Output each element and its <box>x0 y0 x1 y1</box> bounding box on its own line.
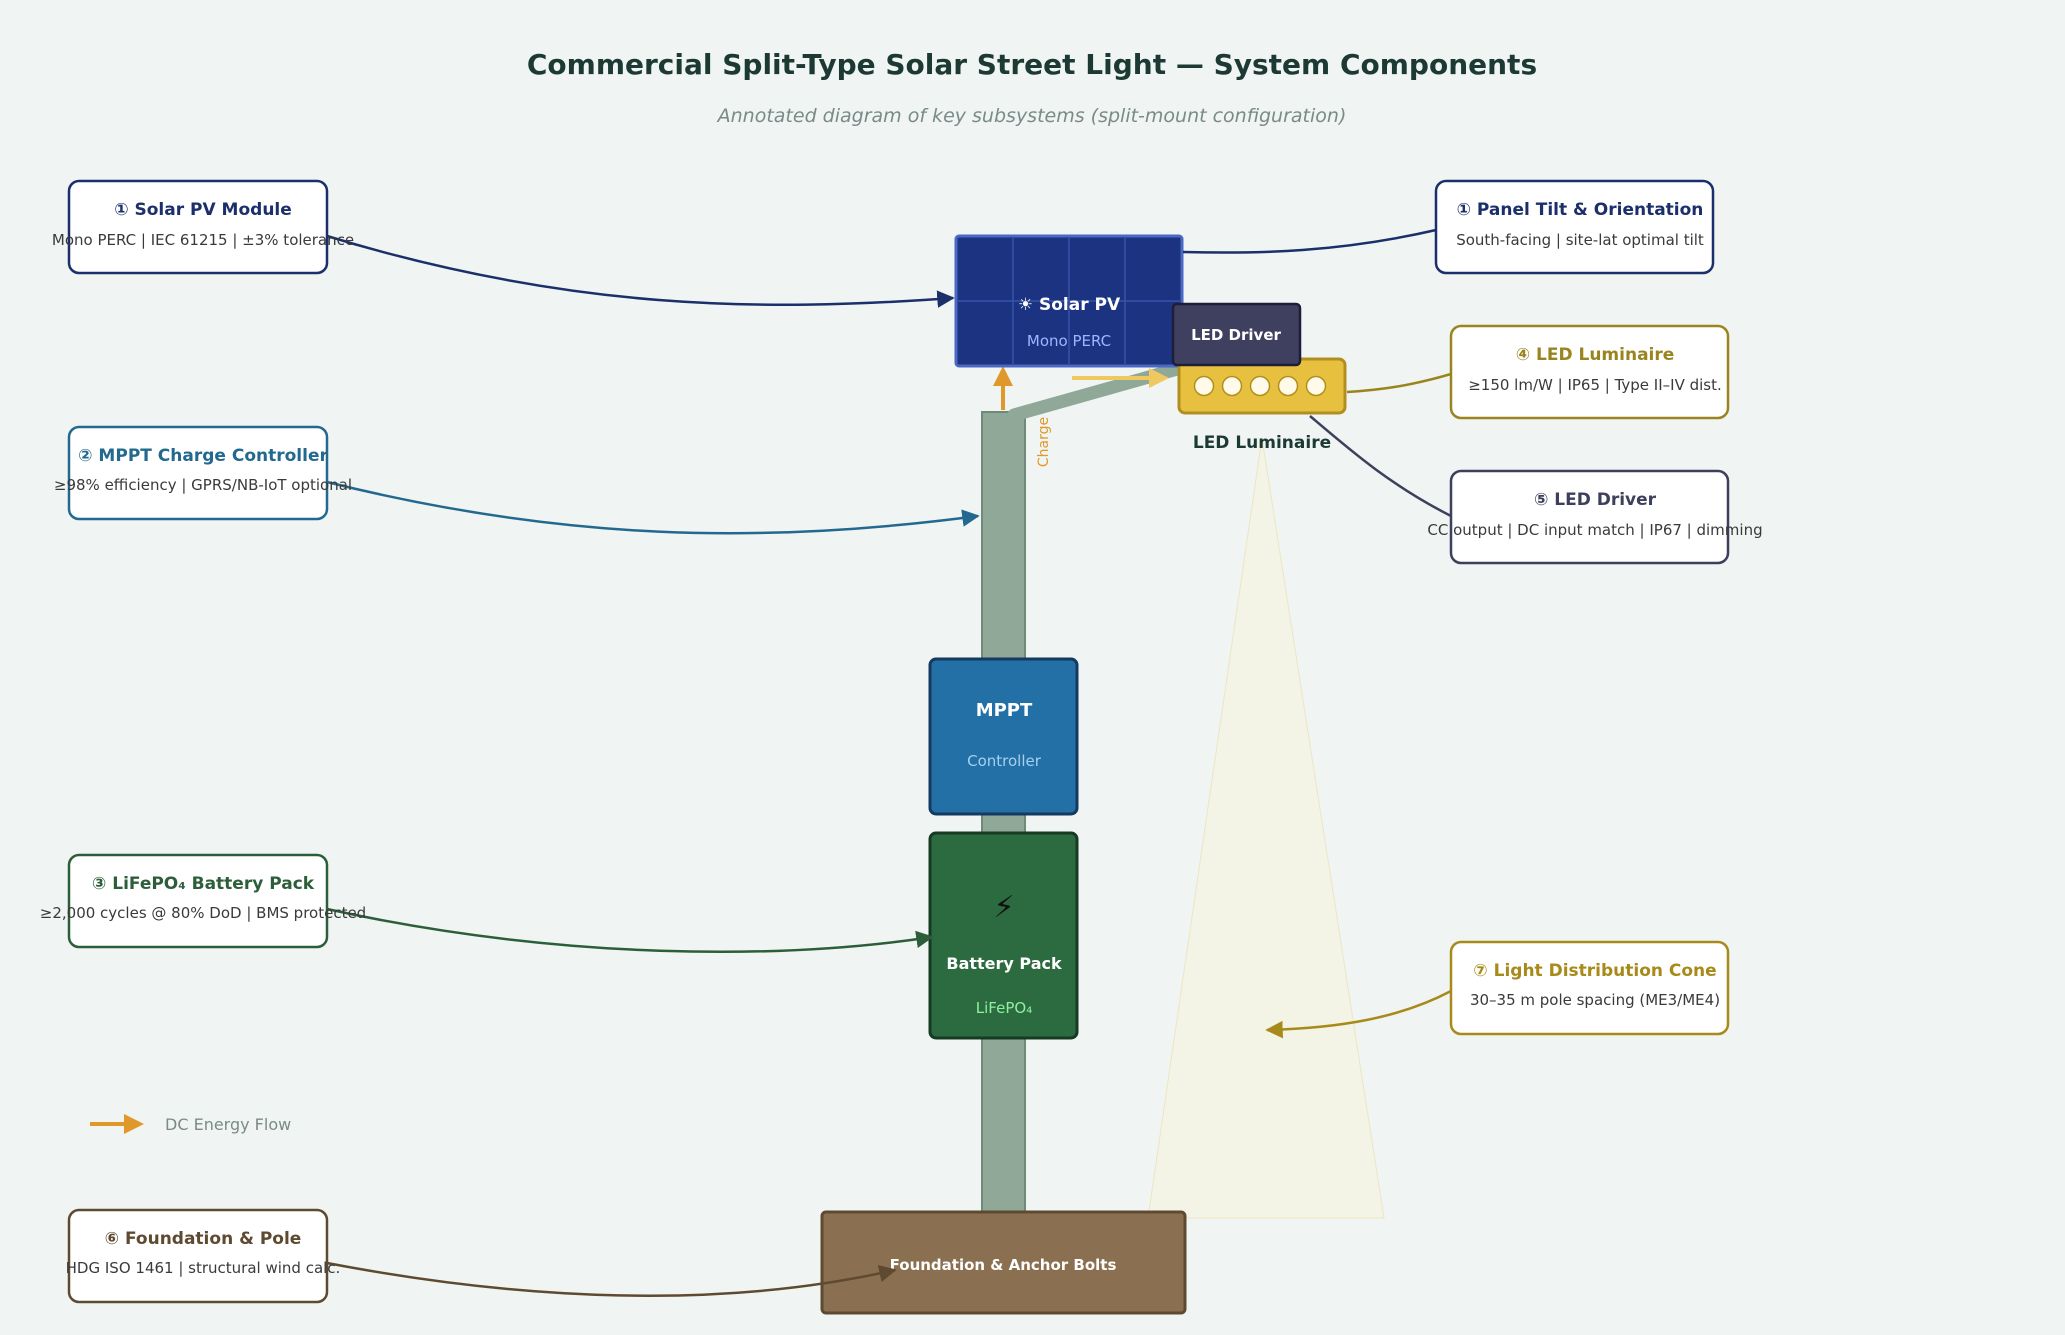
leader-cone <box>1265 989 1452 1039</box>
pole-arm <box>1007 359 1195 422</box>
led-chip <box>1249 375 1271 397</box>
callout-panel-tilt-orientation: ① Panel Tilt & Orientation South-facing … <box>1434 179 1715 275</box>
callout-mppt-charge-controller: ② MPPT Charge Controller ≥98% efficiency… <box>54 425 352 521</box>
callout-title: ① Solar PV Module <box>114 200 292 220</box>
page-title: Commercial Split-Type Solar Street Light… <box>527 48 1537 81</box>
driver-label: LED Driver <box>1191 326 1281 344</box>
callout-desc: ≥98% efficiency | GPRS/NB-IoT optional <box>54 476 352 494</box>
legend-label: DC Energy Flow <box>165 1115 291 1134</box>
led-chip <box>1221 375 1243 397</box>
pv-sublabel: Mono PERC <box>1027 332 1111 350</box>
callout-title: ⑦ Light Distribution Cone <box>1473 961 1716 981</box>
callout-title: ⑥ Foundation & Pole <box>105 1229 302 1249</box>
lightning-icon: ⚡ <box>993 890 1014 925</box>
foundation-label: Foundation & Anchor Bolts <box>890 1256 1117 1274</box>
mppt-label: MPPT <box>976 700 1033 721</box>
page-subtitle: Annotated diagram of key subsystems (spl… <box>716 105 1347 127</box>
mppt-sublabel: Controller <box>967 752 1042 770</box>
leader-pv <box>326 234 955 308</box>
led-luminaire <box>1177 357 1347 415</box>
callout-title: ③ LiFePO₄ Battery Pack <box>92 874 315 894</box>
callout-solar-pv-module: ① Solar PV Module Mono PERC | IEC 61215 … <box>52 179 354 275</box>
pv-label: ☀ Solar PV <box>1018 295 1121 315</box>
callout-desc: HDG ISO 1461 | structural wind calc. <box>66 1259 341 1277</box>
leader-mppt <box>326 480 980 535</box>
callout-desc: ≥2,000 cycles @ 80% DoD | BMS protected <box>40 904 366 922</box>
leader-battery <box>326 907 934 954</box>
battery-pack-box: ⚡ Battery Pack LiFePO₄ <box>928 831 1079 1040</box>
callout-desc: 30–35 m pole spacing (ME3/ME4) <box>1470 991 1720 1009</box>
callout-desc: South-facing | site-lat optimal tilt <box>1456 231 1704 249</box>
mppt-controller-box: MPPT Controller <box>928 657 1079 816</box>
leader-driver <box>1309 415 1452 518</box>
callout-led-driver: ⑤ LED Driver CC output | DC input match … <box>1427 469 1763 565</box>
callout-title: ⑤ LED Driver <box>1534 490 1657 510</box>
battery-sublabel: LiFePO₄ <box>976 999 1032 1017</box>
charge-label: Charge <box>1036 417 1052 467</box>
callout-desc: ≥150 lm/W | IP65 | Type II–IV dist. <box>1468 376 1722 394</box>
led-chip <box>1305 375 1327 397</box>
callout-lifepo4-battery-pack: ③ LiFePO₄ Battery Pack ≥2,000 cycles @ 8… <box>40 853 366 949</box>
battery-label: Battery Pack <box>946 954 1062 973</box>
leader-tilt <box>1182 228 1437 254</box>
led-driver-box: LED Driver <box>1171 302 1302 367</box>
light-cone <box>1147 437 1385 1219</box>
solar-pv-panel: ☀ Solar PV Mono PERC <box>954 234 1184 368</box>
callout-title: ① Panel Tilt & Orientation <box>1457 200 1704 220</box>
callout-title: ② MPPT Charge Controller <box>78 446 328 466</box>
callout-light-distribution-cone: ⑦ Light Distribution Cone 30–35 m pole s… <box>1449 940 1730 1036</box>
foundation-block: Foundation & Anchor Bolts <box>820 1210 1187 1315</box>
legend: DC Energy Flow <box>90 1114 291 1134</box>
led-chip <box>1193 375 1215 397</box>
led-chip <box>1277 375 1299 397</box>
callout-led-luminaire: ④ LED Luminaire ≥150 lm/W | IP65 | Type … <box>1449 324 1730 420</box>
callout-title: ④ LED Luminaire <box>1516 345 1675 365</box>
leader-foundation <box>326 1261 897 1297</box>
callout-foundation-and-pole: ⑥ Foundation & Pole HDG ISO 1461 | struc… <box>66 1208 341 1304</box>
leader-luminaire <box>1346 372 1452 394</box>
pole <box>981 411 1026 1229</box>
callout-desc: CC output | DC input match | IP67 | dimm… <box>1427 521 1762 539</box>
luminaire-label: LED Luminaire <box>1193 433 1331 453</box>
callout-desc: Mono PERC | IEC 61215 | ±3% tolerance <box>52 231 354 249</box>
